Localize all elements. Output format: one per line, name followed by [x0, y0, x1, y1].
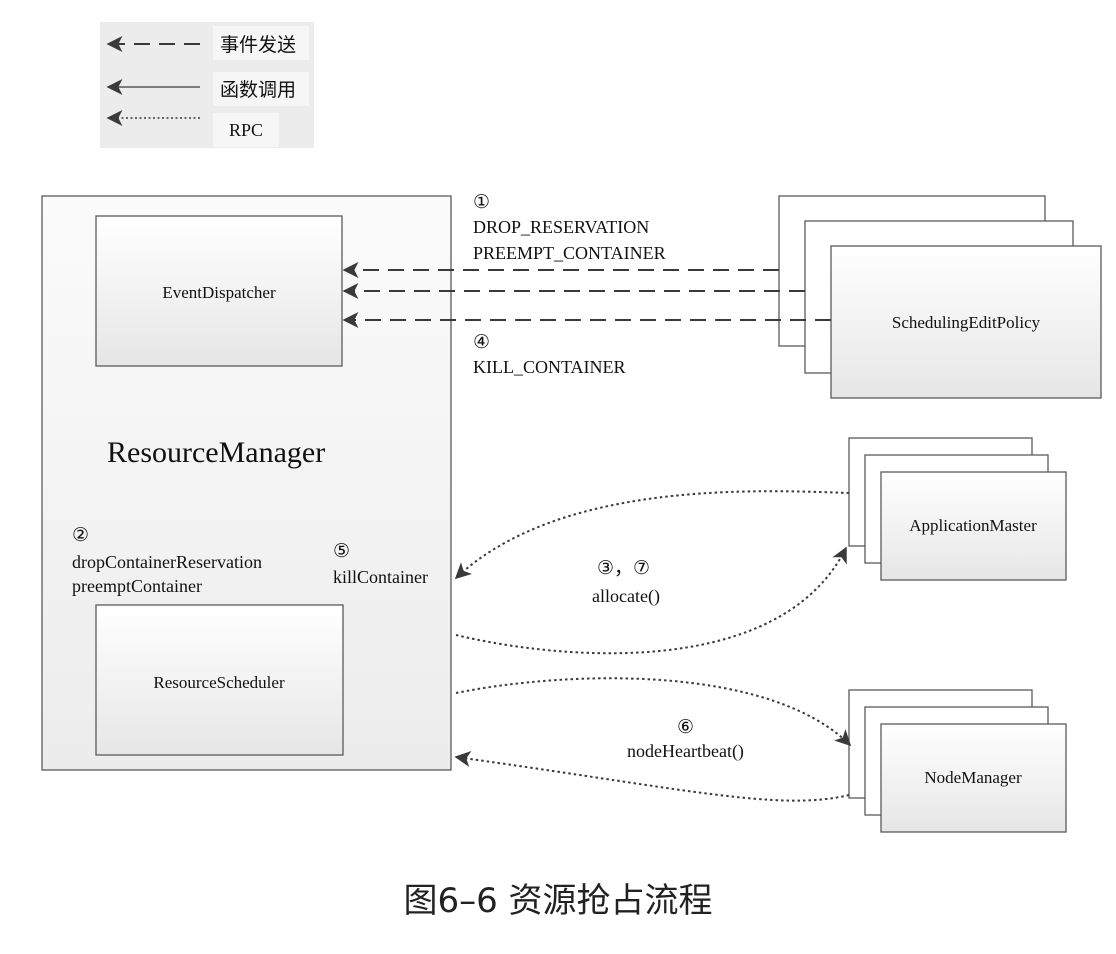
step5-annotation: ⑤ killContainer	[333, 540, 428, 587]
step2-call-preempt: preemptContainer	[72, 576, 202, 596]
step2-annotation: ② dropContainerReservation preemptContai…	[72, 524, 262, 596]
legend-label-rpc: RPC	[229, 120, 263, 140]
step1-event-preempt: PREEMPT_CONTAINER	[473, 243, 666, 263]
rpc-rm-to-am	[455, 546, 847, 655]
resource-manager-label: ResourceManager	[107, 436, 325, 469]
resource-scheduler-label: ResourceScheduler	[153, 673, 285, 692]
scheduling-edit-policy-stack: SchedulingEditPolicy	[778, 195, 1102, 399]
step1-event-drop: DROP_RESERVATION	[473, 217, 649, 237]
rpc-am-to-rm	[454, 490, 850, 580]
step2-number: ②	[72, 524, 89, 546]
step5-call-kill: killContainer	[333, 567, 428, 587]
step5-number: ⑤	[333, 540, 350, 562]
scheduling-edit-policy-label: SchedulingEditPolicy	[892, 313, 1041, 332]
legend-label-event: 事件发送	[220, 34, 296, 56]
node-manager-stack: NodeManager	[848, 689, 1067, 833]
legend-label-function: 函数调用	[220, 79, 296, 101]
step6-rpc-heartbeat: nodeHeartbeat()	[627, 741, 744, 762]
step2-call-drop: dropContainerReservation	[72, 552, 262, 572]
event-dispatcher-label: EventDispatcher	[162, 283, 276, 302]
event-dispatcher-box: EventDispatcher	[95, 215, 343, 367]
step1-number: ①	[473, 191, 490, 213]
step4-event-kill: KILL_CONTAINER	[473, 357, 626, 377]
application-master-label: ApplicationMaster	[909, 516, 1037, 535]
step37-rpc-allocate: allocate()	[592, 586, 660, 607]
application-master-stack: ApplicationMaster	[848, 437, 1067, 581]
step4-number: ④	[473, 331, 490, 353]
step37-number: ③，⑦	[597, 557, 650, 579]
step6-number: ⑥	[677, 716, 694, 738]
step6-annotation: ⑥ nodeHeartbeat()	[627, 716, 744, 762]
rpc-rm-to-nm	[455, 677, 852, 747]
rpc-nm-to-rm	[454, 751, 850, 802]
node-manager-label: NodeManager	[924, 768, 1022, 787]
figure-caption: 图6–6 资源抢占流程	[403, 881, 712, 921]
step1-annotation: ① DROP_RESERVATION PREEMPT_CONTAINER	[473, 191, 666, 263]
step37-annotation: ③，⑦ allocate()	[592, 557, 660, 607]
step4-annotation: ④ KILL_CONTAINER	[473, 331, 626, 377]
legend: 事件发送 函数调用 RPC	[100, 22, 314, 148]
resource-scheduler-box: ResourceScheduler	[95, 604, 344, 756]
